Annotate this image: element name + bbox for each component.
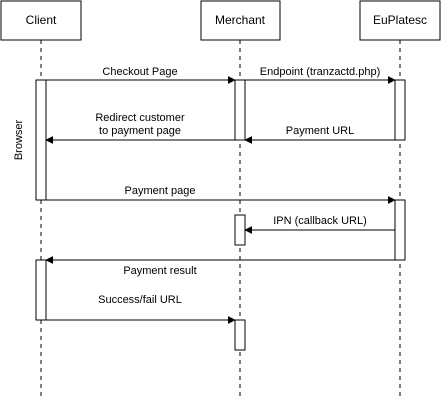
client-activation-2 [35,259,47,321]
euplatesc-activation-1 [394,79,406,141]
redirect-label-line1: Redirect customer [95,112,185,124]
euplatesc-label: EuPlatesc [373,13,427,27]
payment-url-label: Payment URL [286,125,354,137]
browser-side-label: Browser [13,119,25,160]
success-fail-url-label: Success/fail URL [98,294,182,306]
redirect-label-line2: to payment page [99,125,181,137]
merchant-activation-2 [234,214,246,246]
merchant-label: Merchant [215,13,266,27]
payment-page-label: Payment page [125,185,196,197]
client-box [0,0,82,41]
client-activation-1 [35,79,47,201]
checkout-page-label: Checkout Page [102,66,177,78]
merchant-activation-1 [234,79,246,141]
endpoint-label: Endpoint (tranzactd.php) [260,66,380,78]
client-label: Client [26,13,57,27]
euplatesc-box [359,0,441,41]
merchant-activation-3 [234,319,246,351]
payment-result-label: Payment result [123,265,196,277]
euplatesc-activation-2 [394,199,406,261]
merchant-box [200,0,281,41]
ipn-label: IPN (callback URL) [273,215,367,227]
